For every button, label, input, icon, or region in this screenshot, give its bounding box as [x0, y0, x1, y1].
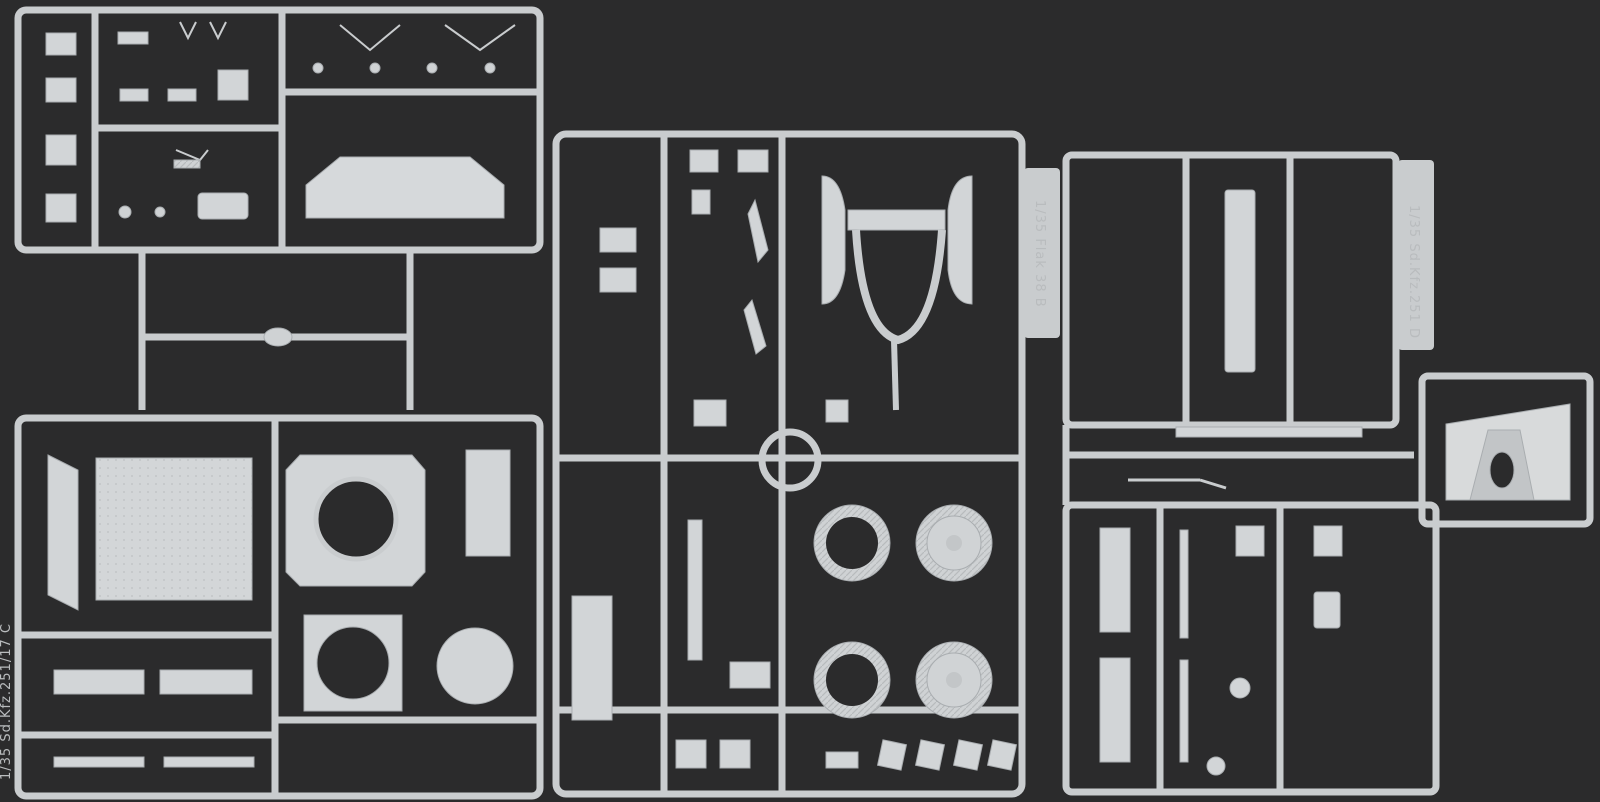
sprue-c-upper-parts	[45, 21, 516, 223]
sprue-b-label-tab	[1024, 168, 1060, 338]
sprue-d-label: 1/35 Sd.Kfz.251 D	[1406, 205, 1421, 339]
sprue-b-ring	[758, 428, 822, 492]
sprue-b-wheels	[813, 504, 993, 719]
sprue-c-lower-frame	[14, 414, 544, 800]
sprue-d-parts	[1099, 189, 1571, 776]
sprue-c-lower-parts	[47, 449, 514, 768]
sprue-b-parts	[571, 149, 1018, 771]
sprue-b-frame	[552, 130, 1026, 798]
sprue-c-upper-frame	[14, 6, 544, 254]
sprue-d-label-tab	[1398, 160, 1434, 350]
runner-hub	[263, 327, 293, 347]
sprue-d-frame	[1062, 151, 1594, 796]
sprue-b-label: 1/35 Flak 38 B	[1032, 200, 1047, 308]
sprue-c-label: 1/35 Sd.Kfz.251/17 C	[0, 623, 14, 780]
